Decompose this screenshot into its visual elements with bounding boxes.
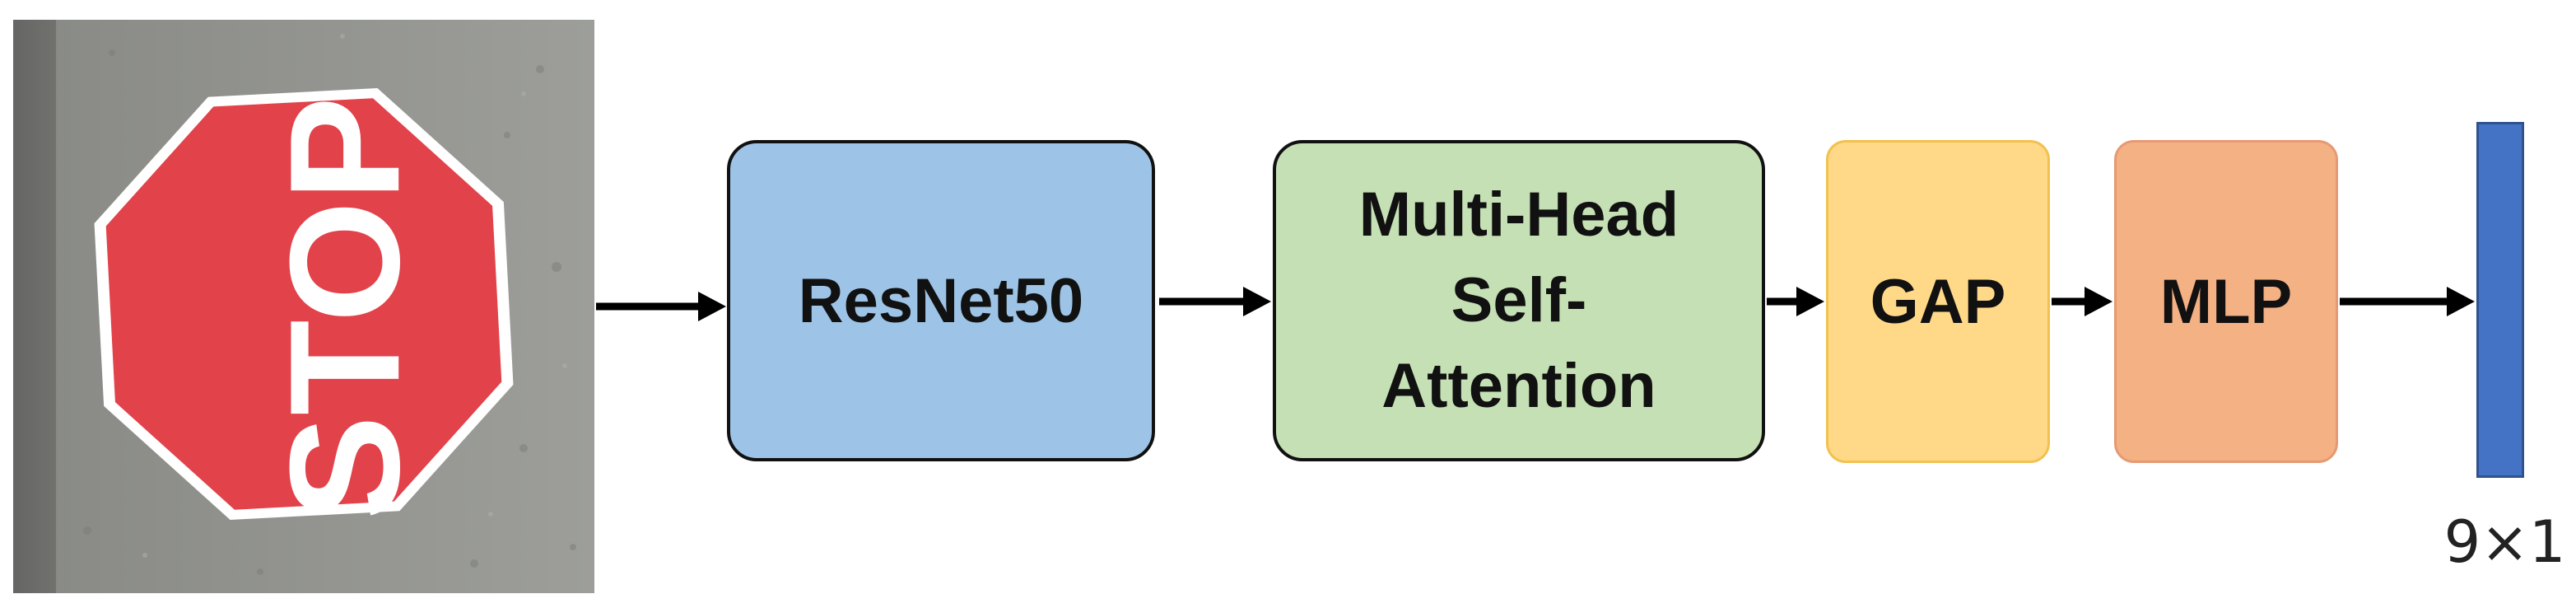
stop-sign-image: STOP <box>13 20 594 593</box>
gap-block: GAP <box>1826 140 2050 463</box>
output-vector <box>2476 122 2524 478</box>
multi-head-self-attention-block: Multi-Head Self- Attention <box>1273 140 1765 461</box>
stop-sign-octagon <box>105 98 502 510</box>
mlp-block: MLP <box>2114 140 2338 463</box>
arrow-mlp-to-output <box>2340 287 2475 316</box>
resnet50-block: ResNet50 <box>727 140 1155 461</box>
arrow-mhsa-to-gap <box>1767 287 1824 316</box>
stop-sign-text: STOP <box>258 96 432 520</box>
output-vector-label: 9×1 <box>2443 508 2566 576</box>
arrow-resnet-to-mhsa <box>1159 287 1271 316</box>
stop-sign-photo: STOP <box>13 20 594 593</box>
arrow-gap-to-mlp <box>2052 287 2113 316</box>
arrow-image-to-resnet <box>596 292 726 321</box>
